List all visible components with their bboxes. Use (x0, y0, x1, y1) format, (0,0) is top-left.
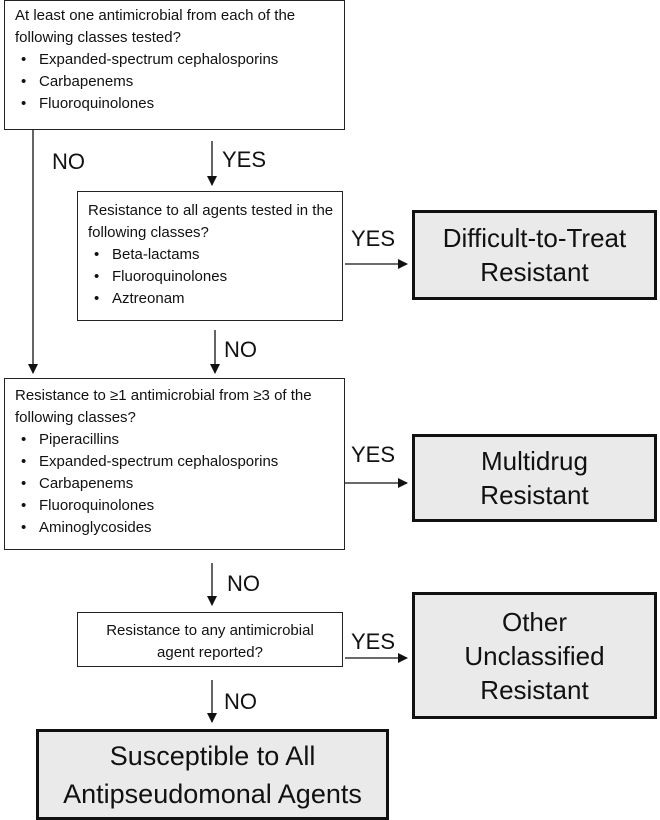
label-no-q2: NO (224, 337, 257, 362)
label-no-q1: NO (52, 149, 85, 174)
list-item: Carbapenems (15, 473, 336, 495)
list-item: Expanded-spectrum cephalosporins (15, 49, 336, 71)
result-line: Antipseudomonal Agents (63, 778, 362, 809)
result-line: Other (501, 606, 567, 637)
result-line: Resistant (480, 480, 589, 510)
result-line: Difficult-to-Treat (442, 223, 627, 253)
label-yes-q3: YES (351, 442, 396, 467)
list-item: Expanded-spectrum cephalosporins (15, 451, 336, 473)
label-yes-q1: YES (222, 147, 267, 172)
question-box-classes-tested: At least one antimicrobial from each of … (4, 0, 345, 130)
result-line: Resistant (480, 674, 589, 705)
label-yes-q2: YES (351, 226, 396, 251)
question-box-any-resistance: Resistance to any antimicrobial agent re… (77, 612, 343, 667)
question-box-resistance-all-agents: Resistance to all agents tested in the f… (77, 191, 343, 321)
list-item: Fluoroquinolones (15, 93, 336, 115)
list-item: Fluoroquinolones (15, 495, 336, 517)
result-susceptible: Susceptible to All Antipseudomonal Agent… (36, 729, 389, 820)
result-line: Susceptible to All (109, 740, 316, 771)
list-item: Fluoroquinolones (88, 266, 334, 288)
question-box-resistance-three-classes: Resistance to ≥1 antimicrobial from ≥3 o… (4, 378, 345, 550)
list-item: Piperacillins (15, 429, 336, 451)
question-text: At least one antimicrobial from each of … (15, 7, 296, 46)
question-text: Resistance to any antimicrobial agent re… (106, 622, 314, 661)
result-difficult-to-treat: Difficult-to-Treat Resistant (412, 210, 657, 300)
list-item: Aminoglycosides (15, 517, 336, 539)
list-item: Beta-lactams (88, 244, 334, 266)
label-no-q3: NO (227, 571, 260, 596)
result-line: Multidrug (481, 446, 588, 476)
list-item: Carbapenems (15, 71, 336, 93)
label-yes-q4: YES (351, 629, 396, 654)
result-other-unclassified: Other Unclassified Resistant (412, 592, 657, 719)
result-multidrug: Multidrug Resistant (412, 434, 657, 522)
list-item: Aztreonam (88, 288, 334, 310)
question-text: Resistance to all agents tested in the f… (88, 202, 334, 241)
question-text: Resistance to ≥1 antimicrobial from ≥3 o… (15, 387, 312, 426)
result-line: Resistant (480, 257, 589, 287)
label-no-q4: NO (224, 689, 257, 714)
result-line: Unclassified (464, 640, 605, 671)
